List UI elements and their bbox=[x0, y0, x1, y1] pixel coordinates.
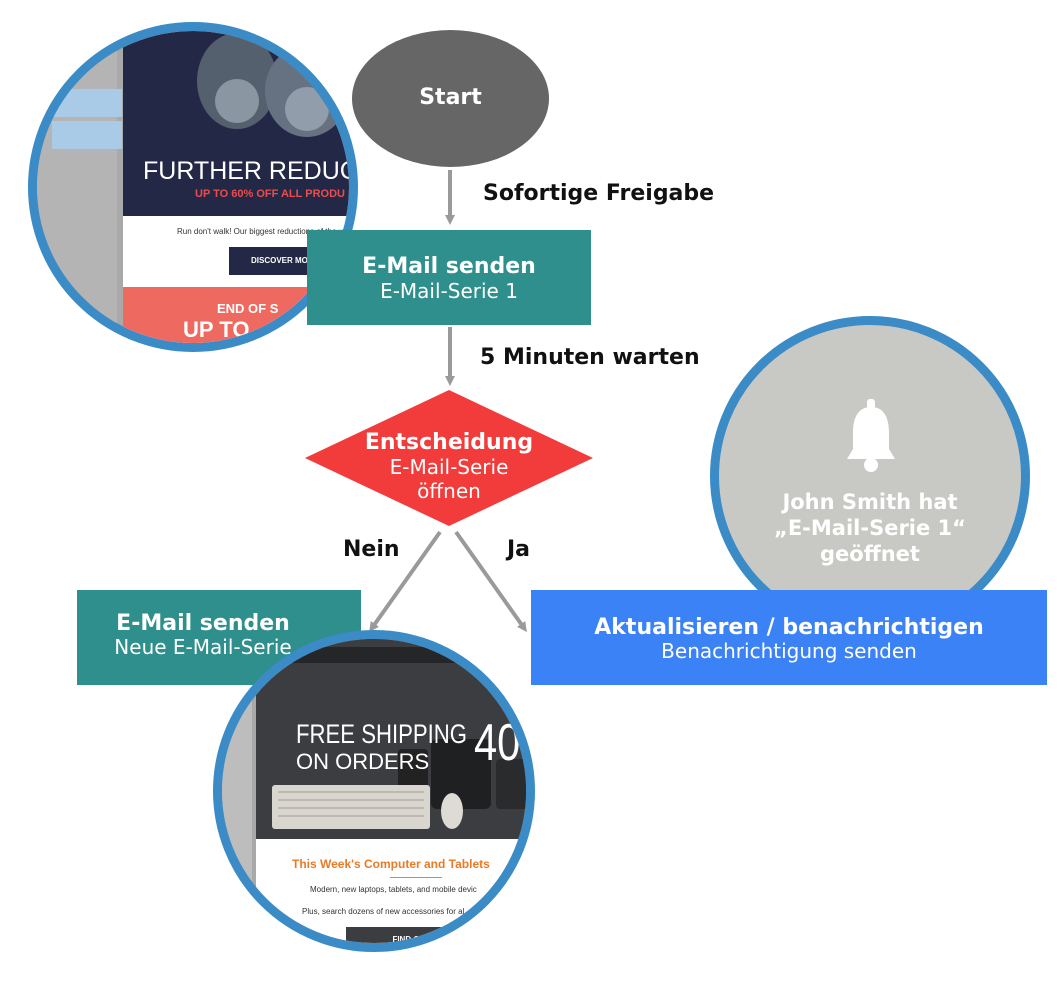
send-email-1-subtitle: E-Mail-Serie 1 bbox=[380, 279, 518, 303]
preview-banner-line2: UP TO bbox=[183, 317, 250, 342]
preview-sidebar bbox=[222, 639, 252, 943]
preview-cta-button: FIND O bbox=[346, 927, 466, 943]
preview-banner-line1: END OF S bbox=[217, 301, 279, 316]
notification-circle: John Smith hat „E-Mail-Serie 1“ geöffnet bbox=[710, 316, 1030, 636]
edge-label-wait: 5 Minuten warten bbox=[480, 345, 700, 370]
preview-line-1: Modern, new laptops, tablets, and mobile… bbox=[310, 885, 477, 894]
notification-line1: John Smith hat bbox=[782, 490, 958, 514]
send-email-2-title: E-Mail senden bbox=[116, 611, 290, 636]
edge-label-yes: Ja bbox=[507, 537, 531, 562]
edge-label-immediate: Sofortige Freigabe bbox=[483, 181, 715, 206]
decision-node bbox=[305, 390, 593, 526]
shoe-image bbox=[197, 33, 349, 137]
preview-line-2: Plus, search dozens of new accessories f… bbox=[302, 907, 465, 916]
preview-offer: UP TO 60% OFF ALL PRODU bbox=[195, 188, 345, 200]
decision-title: Entscheidung bbox=[364, 430, 534, 455]
preview-title: This Week's Computer and Tablets bbox=[292, 857, 490, 871]
arrow-decision-yes bbox=[454, 530, 527, 633]
notify-subtitle: Benachrichtigung senden bbox=[661, 639, 917, 663]
start-label: Start bbox=[419, 85, 482, 110]
preview-big-number: 40 bbox=[474, 714, 521, 772]
notification-line3: geöffnet bbox=[820, 542, 920, 566]
decision-line2: öffnen bbox=[417, 479, 481, 503]
preview-headline: FURTHER REDUC bbox=[143, 157, 358, 185]
email-preview-circle-2: FREE SHIPPING ON ORDERS 40 This Week's C… bbox=[213, 630, 535, 952]
preview-body-text: Run don't walk! Our biggest reductions o… bbox=[177, 227, 343, 236]
preview-headline-1: FREE SHIPPING bbox=[296, 719, 468, 749]
preview-sidebar-row bbox=[52, 89, 122, 117]
arrow-decision-no bbox=[369, 530, 442, 633]
preview-headline-2: ON ORDERS bbox=[296, 749, 430, 774]
bell-icon bbox=[847, 399, 895, 472]
notify-node bbox=[531, 590, 1047, 685]
decision-line1: E-Mail-Serie bbox=[389, 455, 509, 479]
notify-title: Aktualisieren / benachrichtigen bbox=[594, 615, 984, 640]
preview-divider bbox=[390, 877, 442, 878]
start-node bbox=[352, 30, 549, 167]
preview-sidebar-row bbox=[52, 121, 122, 149]
send-email-1-title: E-Mail senden bbox=[362, 254, 536, 279]
notification-line2: „E-Mail-Serie 1“ bbox=[774, 516, 966, 540]
email-preview-circle-1: FURTHER REDUC UP TO 60% OFF ALL PRODU Ru… bbox=[28, 22, 358, 352]
preview-sidebar bbox=[37, 31, 117, 343]
send-email-node-1 bbox=[307, 230, 591, 325]
edge-label-no: Nein bbox=[343, 537, 400, 562]
desk-image bbox=[256, 639, 526, 839]
